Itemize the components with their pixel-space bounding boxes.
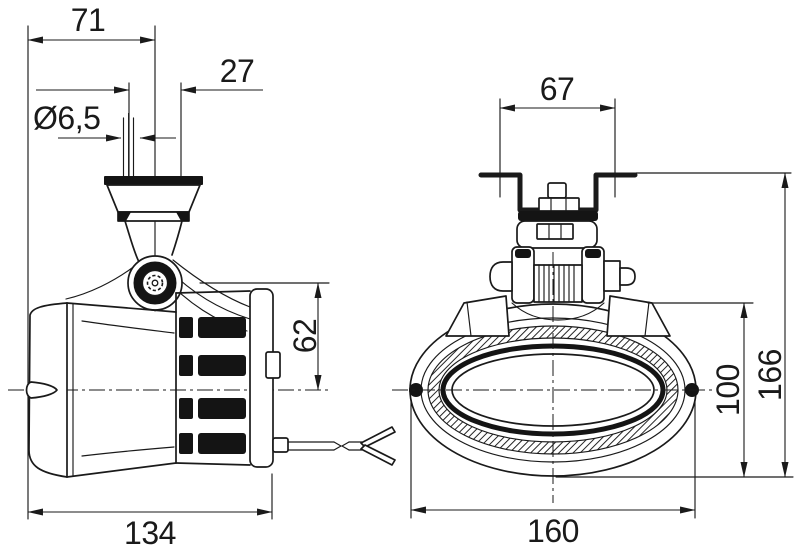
bracket-base-plate [518,211,598,221]
arm-fairing-rear-1 [172,259,251,308]
screw-center-pin [151,279,159,287]
power-cable [272,426,396,466]
dim-166-label: 166 [752,349,788,401]
pivot-wing-right [606,295,671,337]
gasket-mark-left [118,212,131,221]
dim-71-label: 71 [71,2,106,38]
foot-plate [104,176,203,185]
screw-face [141,269,169,297]
body-bottom-edge [66,462,177,478]
hinge-serrations [533,264,583,303]
dim-67: 67 [499,71,616,198]
reflector-line-bottom [81,446,175,457]
bolt-stud-tip [547,182,567,199]
hinge-nut [536,223,574,240]
hinge-bolt-nut [603,260,621,292]
mounting-bracket [478,172,638,221]
wire-fork-upper [360,426,396,448]
cable-grommet [272,437,289,453]
dim-134-label: 134 [124,515,176,551]
bolt-nut [538,197,580,212]
dim-100-label: 100 [710,364,746,416]
gasket-mark-right [176,212,189,221]
cable-break-right [340,441,350,451]
dim-67-label: 67 [540,71,575,107]
pivot-arm-left-edge [124,220,140,263]
pivot-arm-right-edge [171,220,183,256]
dim-160: 160 [410,399,696,549]
pivot-hinge [445,220,671,337]
dim-27-label: 27 [220,53,255,89]
lens-center-nub [25,381,58,399]
dim-hole-diameter-label: Ø6,5 [33,100,100,136]
cheek-cap-left [515,249,531,258]
fin-housing-bottom-edge [175,462,251,466]
torx-recess-icon [146,274,164,292]
rear-clip [265,351,281,379]
dim-160-label: 160 [527,513,579,549]
hinge-bolt-head [489,261,513,292]
reflector-line-top [81,320,175,334]
side-view: 71 27 Ø6,5 [8,2,396,551]
hinge-saddle-curve [511,302,605,321]
cooling-fins [179,317,246,454]
pivot-screw [127,255,183,311]
fin-housing-top-edge [175,290,251,294]
cheek-cap-right [585,249,601,258]
lamp-body-side [25,288,281,478]
dim-62: 62 [199,282,330,391]
dim-27: 27 [36,53,263,94]
rim-screw-left [409,383,423,397]
dim-62-label: 62 [287,319,323,354]
foot-body [106,184,201,213]
arm-fairing-front [65,264,137,300]
dim-134: 134 [27,473,273,551]
hinge-bolt-stud [619,267,636,286]
body-top-edge [66,302,177,313]
front-view: 67 100 166 160 [392,71,794,549]
dim-166: 166 [635,172,792,478]
dim-71: 71 [27,2,156,44]
cable-break-left [333,441,343,451]
pivot-wing-left [445,295,510,337]
dim-100: 100 [555,302,794,478]
wire-fork-lower [360,444,396,466]
screw-collar [133,261,177,305]
mounting-foot [65,176,251,332]
dim-hole-diameter: Ø6,5 [33,100,176,142]
